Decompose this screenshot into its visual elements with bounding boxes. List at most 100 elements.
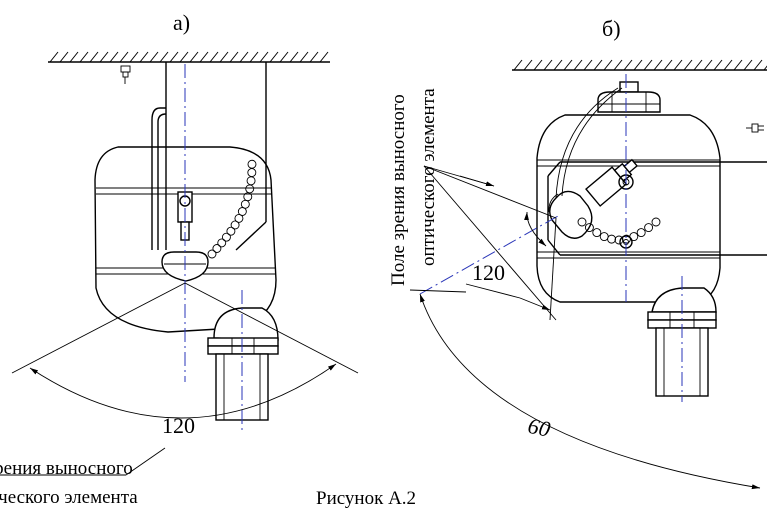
hatch-line — [763, 65, 767, 71]
view-b-angle-outer: 60 — [526, 413, 553, 442]
hatch-line — [189, 51, 199, 63]
hatch-line — [239, 51, 249, 63]
hatch-line — [149, 51, 159, 63]
figure-caption: Рисунок А.2 — [316, 488, 416, 509]
hatch-line — [663, 59, 673, 71]
view-b-label: б) — [602, 16, 621, 41]
view-a-nozzle — [207, 307, 279, 421]
view-b-outer-arc — [419, 293, 761, 490]
view-b-bolt — [746, 123, 764, 133]
chain-bead — [234, 213, 244, 223]
hatch-line — [269, 51, 279, 63]
hatch-line — [543, 59, 553, 71]
view-b-angle-inner: 120 — [472, 260, 505, 285]
chain-bead — [226, 226, 236, 236]
hatch-line — [753, 59, 763, 71]
hatch-line — [553, 59, 563, 71]
hatch-line — [633, 59, 643, 71]
hatch-line — [199, 51, 209, 63]
chain-bead — [230, 220, 240, 230]
chain-bead — [221, 232, 231, 242]
hatch-line — [219, 51, 229, 63]
hatch-line — [79, 51, 89, 63]
view-a-bracket — [151, 62, 267, 251]
hatch-line — [623, 59, 633, 71]
chain-bead — [247, 168, 257, 178]
hatch-line — [733, 59, 743, 71]
view-b-bead-chain — [577, 217, 661, 245]
view-b-ceiling — [512, 59, 767, 71]
hatch-line — [309, 51, 319, 63]
chain-bead — [644, 223, 654, 233]
view-a-fov-line1: Поле зрения выносного — [0, 458, 133, 479]
hatch-line — [693, 59, 703, 71]
hatch-line — [209, 51, 219, 63]
hatch-line — [59, 51, 69, 63]
chain-bead — [207, 249, 217, 259]
hatch-line — [179, 51, 189, 63]
view-a-fov-line2: оптического элемента — [0, 487, 138, 508]
chain-bead — [246, 176, 256, 186]
hatch-line — [229, 51, 239, 63]
chain-bead — [599, 232, 609, 242]
chain-bead — [245, 184, 255, 194]
chain-bead — [217, 238, 227, 248]
hatch-line — [99, 51, 109, 63]
view-a-field-of-view — [0, 282, 359, 476]
hatch-line — [673, 59, 683, 71]
hatch-line — [129, 51, 139, 63]
hatch-line — [169, 51, 179, 63]
view-a-bead-chain — [207, 159, 257, 259]
chain-bead — [577, 217, 587, 227]
chain-bead — [240, 199, 250, 209]
view-b-optical-element — [548, 87, 639, 239]
hatch-line — [613, 59, 623, 71]
hatch-line — [603, 59, 613, 71]
hatch-line — [49, 51, 59, 63]
hatch-line — [533, 59, 543, 71]
view-b-fov-line2: оптического элемента — [418, 88, 439, 266]
view-a-bolt — [120, 65, 131, 84]
chain-bead — [651, 217, 661, 227]
hatch-line — [289, 51, 299, 63]
hatch-line — [703, 59, 713, 71]
view-a-angle: 120 — [162, 413, 195, 438]
hatch-line — [583, 59, 593, 71]
hatch-line — [159, 51, 169, 63]
chain-bead — [592, 228, 602, 238]
hatch-line — [259, 51, 269, 63]
hatch-line — [573, 59, 583, 71]
hatch-line — [299, 51, 309, 63]
hatch-line — [713, 59, 723, 71]
hatch-line — [89, 51, 99, 63]
hatch-line — [69, 51, 79, 63]
chain-bead — [614, 235, 624, 245]
view-a-optical-element — [161, 191, 209, 282]
hatch-line — [593, 59, 603, 71]
hatch-line — [683, 59, 693, 71]
hatch-line — [523, 59, 533, 71]
view-b: б) — [388, 16, 767, 490]
chain-bead — [247, 159, 257, 169]
hatch-line — [319, 51, 329, 63]
view-a-label: а) — [173, 10, 190, 35]
hatch-line — [513, 59, 523, 71]
chain-bead — [584, 223, 594, 233]
view-a: а) — [0, 10, 359, 508]
hatch-line — [279, 51, 289, 63]
hatch-line — [249, 51, 259, 63]
view-a-ceiling — [48, 51, 330, 63]
hatch-line — [723, 59, 733, 71]
hatch-line — [643, 59, 653, 71]
chain-bead — [212, 244, 222, 253]
view-b-valve-cap — [597, 81, 661, 113]
chain-bead — [607, 234, 617, 244]
hatch-line — [653, 59, 663, 71]
hatch-line — [743, 59, 753, 71]
view-a-ceiling-hatch — [49, 51, 329, 63]
view-b-fov-line1: Поле зрения выносного — [388, 94, 409, 286]
chain-bead — [636, 228, 646, 238]
hatch-line — [563, 59, 573, 71]
hatch-line — [139, 51, 149, 63]
